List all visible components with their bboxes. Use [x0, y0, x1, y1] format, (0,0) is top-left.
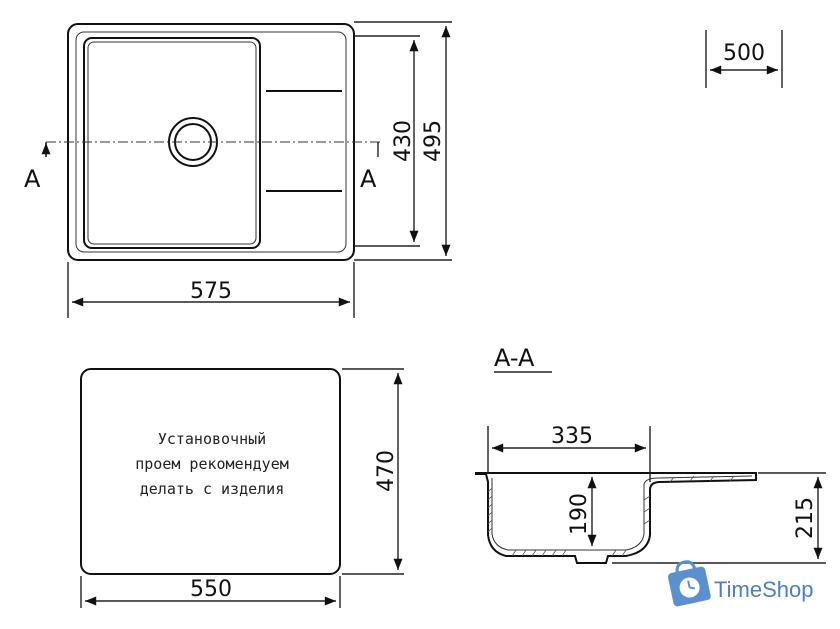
section-title-label: A-A: [494, 344, 535, 372]
dimension-cutout-width: 550: [80, 576, 341, 608]
section-marker-label-left: A: [24, 165, 41, 193]
dimension-bowl-depth-label: 190: [567, 493, 592, 535]
sink-top-view: [46, 23, 382, 261]
dimension-depth-inner-label: 430: [391, 120, 416, 162]
brand-name: TimeShop: [714, 577, 813, 602]
cross-section-hatch: [487, 475, 735, 557]
section-title: A-A: [494, 344, 552, 373]
cutout-note-line3: делать с изделия: [140, 480, 285, 498]
section-marker-left: A: [24, 142, 51, 193]
dimension-cutout-width-label: 550: [190, 577, 232, 602]
dimension-cutout-height-label: 470: [374, 450, 399, 492]
cross-section-inner: [491, 475, 753, 551]
sink-bowl-inner: [87, 41, 257, 245]
sink-bowl: [83, 37, 261, 249]
dimension-bowl-depth: 190: [567, 477, 597, 546]
sink-inner-rim: [75, 31, 347, 253]
section-marker-label-right: A: [360, 165, 377, 193]
dimension-depth: 430 495: [354, 21, 452, 261]
dimension-cabinet-label: 500: [723, 41, 765, 66]
cutout-outline: [80, 368, 341, 575]
dimension-top-width: 575: [67, 262, 355, 318]
timeshop-logo[interactable]: TimeShop: [666, 558, 814, 607]
dimension-total-height-label: 215: [793, 497, 818, 539]
shopping-bag-clock-icon: [667, 560, 711, 607]
cross-section-outer: [475, 472, 757, 564]
cutout-view: Установочный проем рекомендуем делать с …: [80, 368, 341, 575]
dimension-cutout-height: 470: [342, 368, 404, 575]
dimension-depth-outer-label: 495: [421, 120, 446, 162]
dimension-cabinet: 500: [705, 30, 783, 88]
cutout-note-line2: проем рекомендуем: [135, 455, 289, 473]
dimension-top-width-label: 575: [190, 279, 232, 304]
dimension-bowl-width: 335: [487, 424, 651, 482]
sink-cross-section: [475, 472, 757, 564]
dimension-total-height: 215: [612, 472, 826, 564]
dimension-bowl-width-label: 335: [551, 424, 593, 449]
cutout-note-line1: Установочный: [158, 430, 266, 448]
section-marker-right: A: [360, 142, 379, 193]
